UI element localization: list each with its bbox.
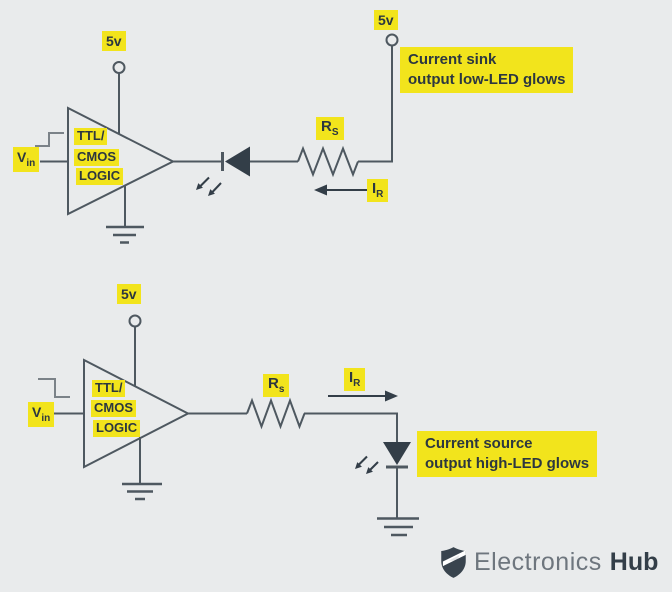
current-label: IR <box>344 368 366 391</box>
current-source-note: Current source output high-LED glows <box>417 431 598 477</box>
led-glow-arrows <box>196 176 222 196</box>
ground-symbol <box>106 225 144 244</box>
note-line: Current source <box>425 435 533 452</box>
supply-terminal <box>112 61 126 74</box>
top-circuit <box>35 33 399 244</box>
ground-symbol <box>122 482 162 501</box>
label-subscript: S <box>331 127 339 138</box>
label-subscript: R <box>376 189 384 200</box>
ground-symbol <box>377 517 419 537</box>
label-main: R <box>321 118 332 135</box>
gate-label-line: LOGIC <box>93 420 141 437</box>
label-subscript: R <box>353 378 361 389</box>
label-main: I <box>372 180 377 197</box>
wire <box>304 412 398 442</box>
input-voltage-label: Vin <box>28 402 55 427</box>
current-arrow <box>328 390 398 402</box>
supply-voltage-label: 5v <box>117 284 141 305</box>
current-sink-note: Current sink output low-LED glows <box>400 47 574 93</box>
label-subscript: in <box>26 158 36 169</box>
supply-terminal <box>128 314 142 328</box>
resistor-symbol <box>297 145 359 178</box>
brand-name: Electronics <box>474 548 602 576</box>
resistor-label: RS <box>316 117 344 140</box>
current-arrow <box>314 184 367 196</box>
label-main: V <box>17 149 27 165</box>
led-symbol <box>225 146 250 177</box>
gate-label-line: TTL/ <box>74 128 108 145</box>
label-main: V <box>32 404 42 420</box>
electronics-hub-shield-icon <box>441 547 466 578</box>
brand-suffix: Hub <box>609 548 659 576</box>
electronics-hub-logo: Electronics Hub <box>440 546 658 579</box>
label-subscript: s <box>278 384 285 395</box>
supply-voltage-label: 5v <box>102 31 126 52</box>
label-main: I <box>349 369 354 386</box>
note-line: output low-LED glows <box>408 71 566 88</box>
gate-label-line: CMOS <box>74 149 119 166</box>
led-glow-arrows <box>355 455 379 474</box>
gate-label-line: CMOS <box>91 400 136 417</box>
label-main: R <box>268 375 279 392</box>
pullup-wire <box>358 45 393 163</box>
label-subscript: in <box>41 413 51 424</box>
gate-label-line: TTL/ <box>92 380 126 397</box>
gate-label-line: LOGIC <box>76 168 124 185</box>
supply-voltage-label: 5v <box>374 10 398 31</box>
resistor-label: Rs <box>263 374 290 397</box>
bottom-circuit <box>38 314 419 537</box>
note-line: output high-LED glows <box>425 455 590 472</box>
current-label: IR <box>367 179 389 202</box>
note-line: Current sink <box>408 51 497 68</box>
input-voltage-label: Vin <box>13 147 40 172</box>
falling-edge-waveform <box>38 378 70 398</box>
resistor-symbol <box>246 397 306 430</box>
led-symbol <box>383 442 411 465</box>
supply-terminal <box>385 33 399 47</box>
rising-edge-waveform <box>35 132 64 147</box>
